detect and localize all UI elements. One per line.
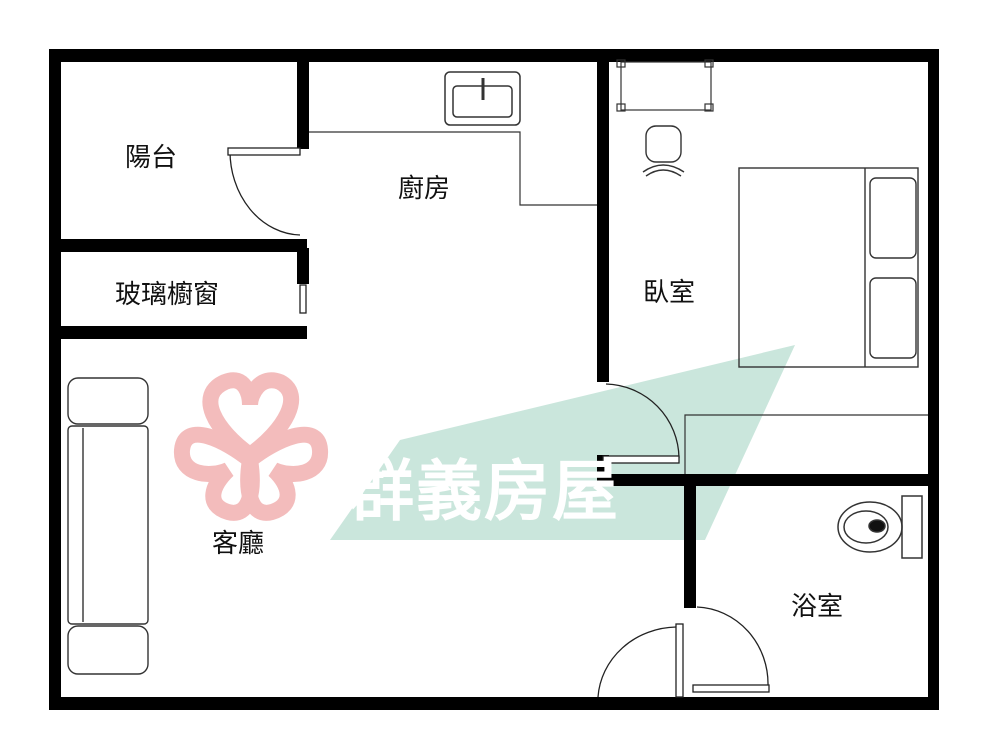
sink-icon [444,71,521,126]
walls [49,49,939,710]
bed-icon [738,167,919,368]
kitchen-counter [309,131,597,206]
watermark-text: 群義房屋 [348,453,620,530]
wardrobe [684,414,928,474]
room-label-bedroom: 臥室 [643,278,696,308]
room-label-kitchen: 廚房 [398,174,451,204]
sofa-icon [67,377,149,675]
watermark-logo-icon [174,372,328,521]
room-label-bathroom: 浴室 [791,592,844,622]
doors [227,147,770,698]
watermark-band [330,345,795,540]
room-label-balcony: 陽台 [125,143,178,173]
room-label-glass-window: 玻璃櫥窗 [115,280,220,310]
chair-icon [642,125,685,177]
toilet-icon [837,495,923,559]
desk-icon [616,59,714,112]
room-label-living-room: 客廳 [212,529,265,559]
